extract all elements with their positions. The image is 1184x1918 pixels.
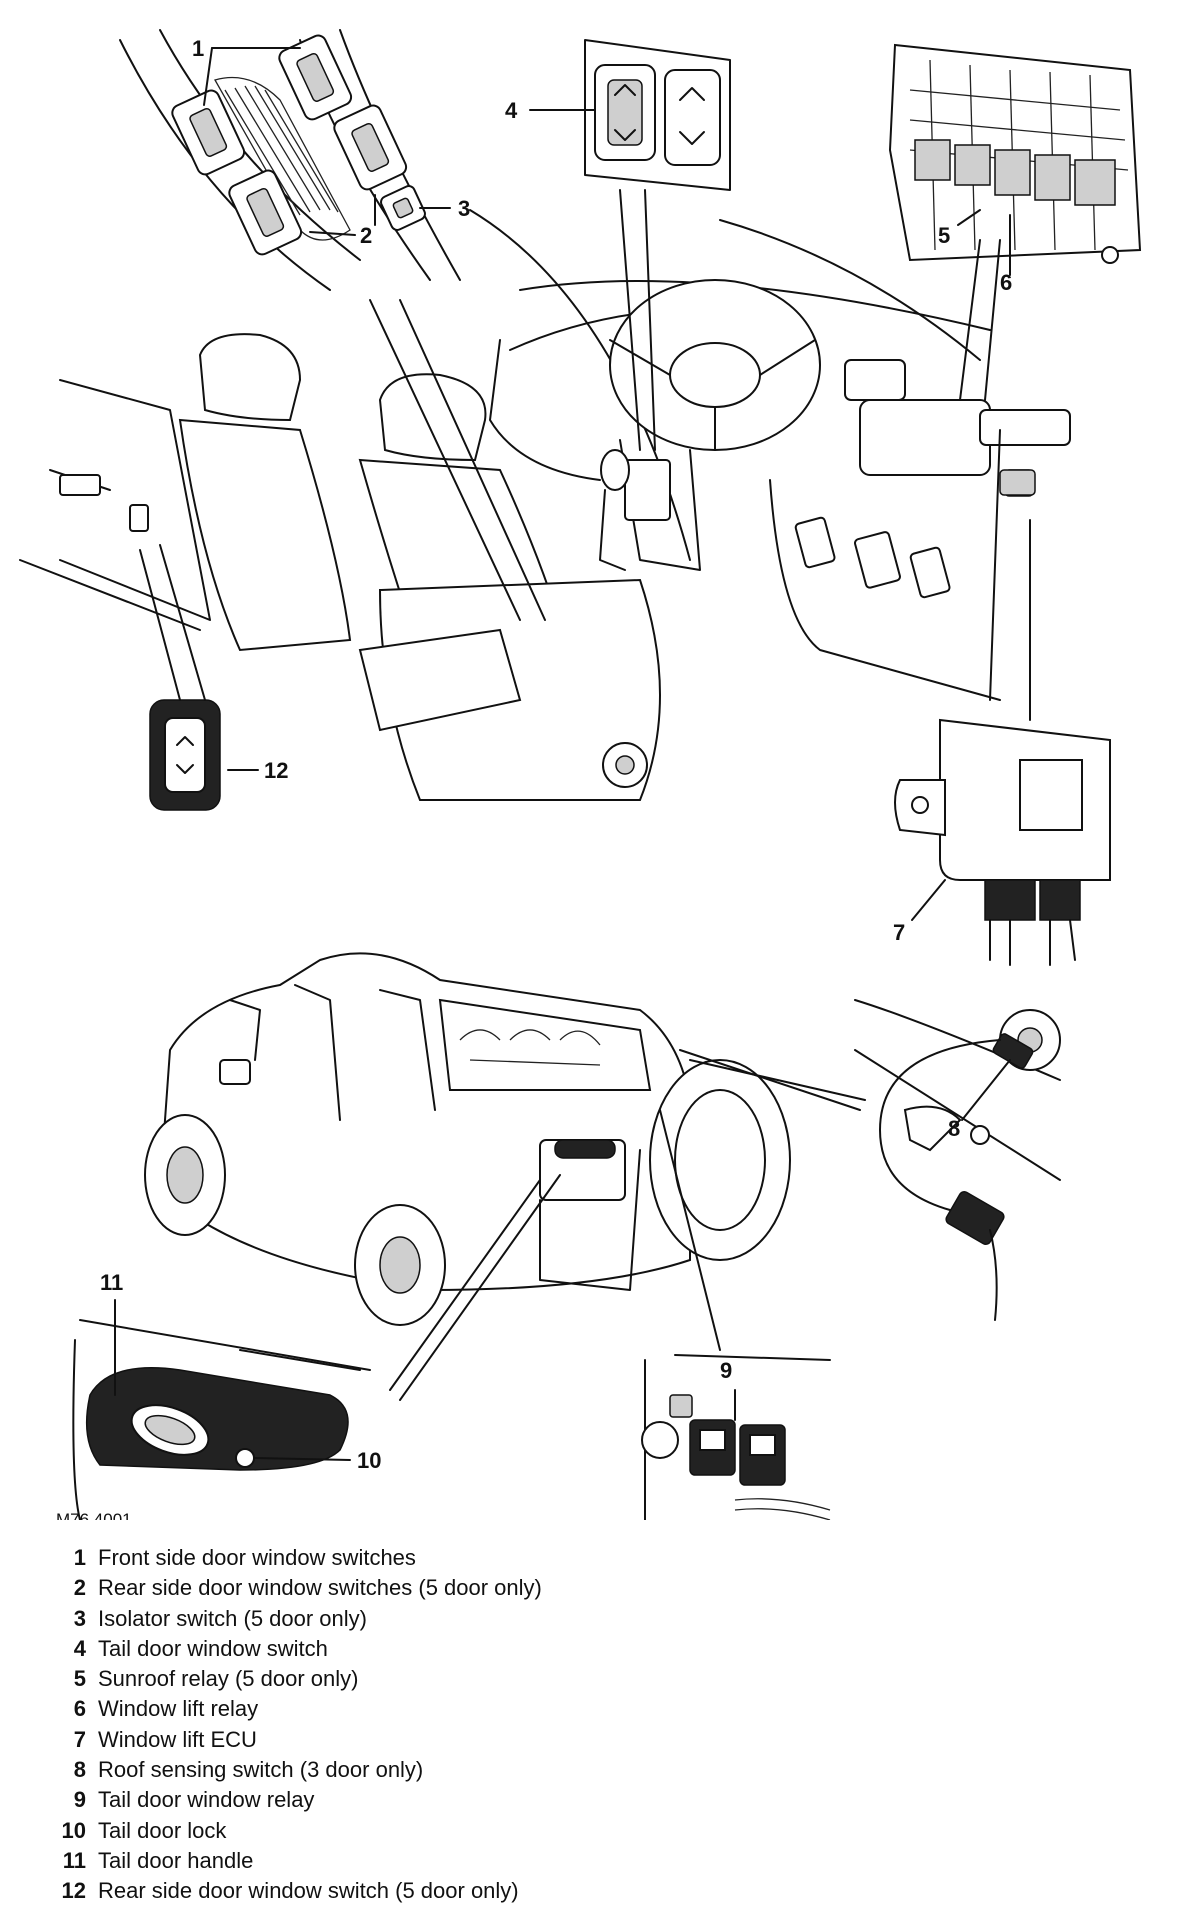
- legend-number: 2: [73, 1575, 86, 1601]
- vehicle-exterior-illustration: [144, 952, 791, 1326]
- legend-item: 5 Sunroof relay (5 door only): [40, 1666, 1140, 1696]
- legend-description: Rear side door window switch (5 door onl…: [98, 1878, 519, 1904]
- legend-item: 10 Tail door lock: [40, 1818, 1140, 1848]
- vehicle-interior-illustration: [469, 209, 1071, 701]
- callout-9: 9: [720, 1358, 732, 1383]
- window-lift-ecu-illustration: [894, 469, 1111, 966]
- legend-item: 8 Roof sensing switch (3 door only): [40, 1757, 1140, 1787]
- legend-number: 6: [73, 1696, 86, 1722]
- legend-description: Sunroof relay (5 door only): [98, 1666, 359, 1692]
- legend-item: 1 Front side door window switches: [40, 1545, 1140, 1575]
- callout-8: 8: [948, 1116, 960, 1141]
- callout-4: 4: [505, 98, 518, 123]
- legend-item: 2 Rear side door window switches (5 door …: [40, 1575, 1140, 1605]
- legend-item: 9 Tail door window relay: [40, 1787, 1140, 1817]
- legend-item: 12 Rear side door window switch (5 door o…: [40, 1878, 1140, 1908]
- tail-door-handle-illustration: [72, 1319, 371, 1520]
- component-location-diagram: 1 2 3 4 5 6 7 8 9 10 11 12 M76 4001: [19, 29, 1142, 1520]
- legend-description: Isolator switch (5 door only): [98, 1605, 367, 1631]
- legend-number: 9: [73, 1787, 86, 1813]
- legend-number: 7: [73, 1726, 86, 1752]
- legend-number: 10: [61, 1817, 86, 1843]
- callout-12: 12: [264, 758, 288, 783]
- legend-description: Tail door handle: [98, 1847, 254, 1873]
- legend-description: Roof sensing switch (3 door only): [98, 1757, 424, 1783]
- figure-reference: M76 4001: [56, 1510, 132, 1520]
- legend-description: Front side door window switches: [98, 1545, 416, 1570]
- legend-item: 11 Tail door handle: [40, 1848, 1140, 1878]
- legend-item: 4 Tail door window switch: [40, 1636, 1140, 1666]
- roof-sensing-switch-illustration: [854, 999, 1061, 1321]
- legend-description: Tail door window switch: [98, 1635, 328, 1661]
- legend-description: Window lift ECU: [98, 1726, 257, 1752]
- legend-item: 3 Isolator switch (5 door only): [40, 1606, 1140, 1636]
- callout-2: 2: [360, 223, 372, 248]
- window-switch-panel-illustration: [119, 29, 461, 291]
- leader-lines: [114, 47, 1031, 1461]
- legend-item: 6 Window lift relay: [40, 1696, 1140, 1726]
- legend-item: 7 Window lift ECU: [40, 1727, 1140, 1757]
- callout-6: 6: [1000, 270, 1012, 295]
- callout-5: 5: [938, 223, 950, 248]
- legend-number: 8: [73, 1757, 86, 1783]
- legend-description: Window lift relay: [98, 1696, 259, 1722]
- callout-labels: 1 2 3 4 5 6 7 8 9 10 11 12: [100, 36, 1012, 1473]
- legend-description: Rear side door window switches (5 door o…: [98, 1575, 542, 1601]
- front-seats-illustration: [178, 333, 661, 801]
- legend-number: 12: [61, 1878, 86, 1904]
- legend-number: 4: [73, 1635, 86, 1661]
- legend-number: 1: [73, 1545, 86, 1570]
- rear-door-illustration: [19, 379, 211, 631]
- callout-10: 10: [357, 1448, 381, 1473]
- legend-description: Tail door window relay: [98, 1787, 315, 1813]
- callout-1: 1: [192, 36, 204, 61]
- callout-3: 3: [458, 196, 470, 221]
- tail-door-relay-illustration: [641, 1354, 831, 1520]
- rear-side-door-switch-illustration: [149, 699, 221, 811]
- legend-number: 3: [73, 1605, 86, 1631]
- fuse-box-illustration: [888, 43, 1142, 264]
- legend-number: 11: [62, 1847, 86, 1873]
- tail-door-switch-illustration: [584, 39, 731, 191]
- callout-7: 7: [893, 920, 905, 945]
- legend-number: 5: [73, 1666, 86, 1692]
- callout-11: 11: [100, 1270, 123, 1295]
- legend-description: Tail door lock: [98, 1817, 227, 1843]
